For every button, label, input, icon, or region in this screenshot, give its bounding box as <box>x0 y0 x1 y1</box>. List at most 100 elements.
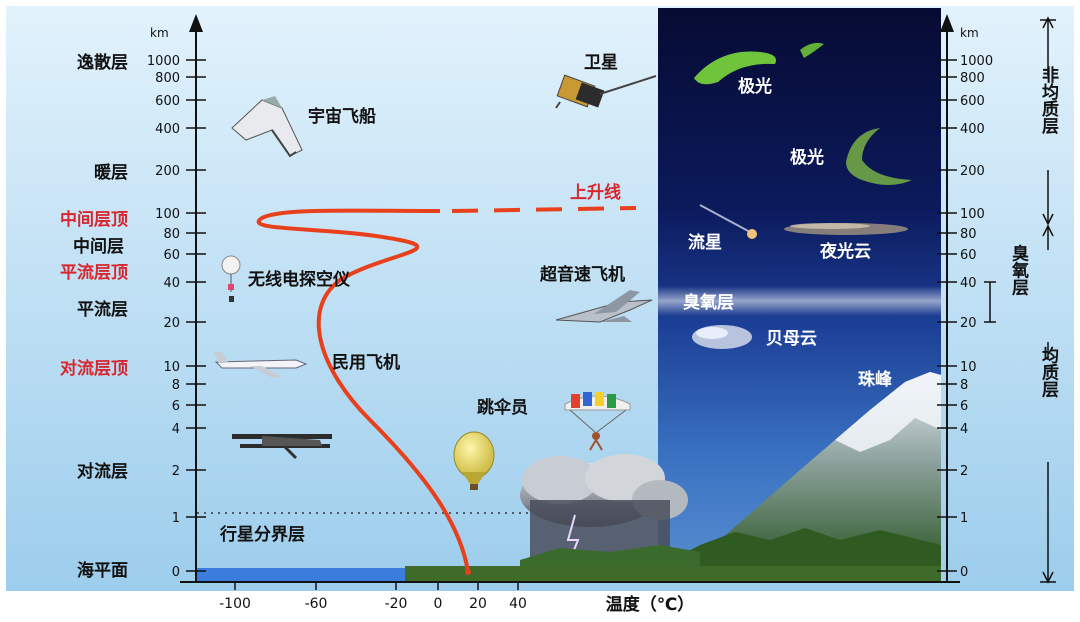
supersonic-jet-icon <box>555 290 653 323</box>
layer-boundary: 行星分界层 <box>219 524 305 545</box>
right-tick-100: 100 <box>960 207 985 222</box>
label-everest: 珠峰 <box>858 369 893 390</box>
layer-stratosphere: 平流层 <box>77 299 128 320</box>
rising-dashed-line <box>451 206 637 213</box>
right-tick-6: 6 <box>960 399 968 414</box>
x-tick-minus100: -100 <box>219 596 251 612</box>
right-tick-0: 0 <box>960 565 968 580</box>
label-ozone-bracket: 臭氧层 <box>1008 243 1030 296</box>
right-tick-20: 20 <box>960 316 977 331</box>
storm-cloud <box>520 454 688 561</box>
left-altitude-axis <box>180 14 960 583</box>
layer-stratopause: 平流层顶 <box>60 262 128 283</box>
layer-sea-level: 海平面 <box>77 560 128 581</box>
left-tick-100: 100 <box>155 207 180 222</box>
left-tick-200: 200 <box>155 164 180 179</box>
label-aurora-1: 极光 <box>738 76 772 97</box>
biplane-icon <box>232 434 332 460</box>
label-radiosonde: 无线电探空仪 <box>247 269 351 290</box>
layer-mesopause: 中间层顶 <box>60 209 128 230</box>
x-tick-minus60: -60 <box>305 596 328 612</box>
x-tick-20: 20 <box>469 596 487 612</box>
sea-strip <box>195 568 405 582</box>
right-tick-60: 60 <box>960 248 977 263</box>
x-axis-ticks <box>234 582 519 590</box>
label-rising-line: 上升线 <box>570 182 621 203</box>
layer-exosphere: 逸散层 <box>77 52 128 73</box>
label-airliner: 民用飞机 <box>332 352 400 373</box>
homosphere-bracket <box>1040 224 1056 584</box>
left-tick-400: 400 <box>155 122 180 137</box>
radiosonde-icon <box>221 255 241 302</box>
layer-thermosphere: 暖层 <box>94 162 128 183</box>
label-meteor: 流星 <box>688 232 722 253</box>
label-satellite: 卫星 <box>584 53 618 73</box>
right-tick-600: 600 <box>960 94 985 109</box>
right-tick-10: 10 <box>960 360 977 375</box>
left-tick-2: 2 <box>172 464 180 479</box>
layer-mesosphere: 中间层 <box>73 236 124 257</box>
right-tick-800: 800 <box>960 71 985 86</box>
aurora-mid-icon <box>846 128 912 185</box>
left-tick-1: 1 <box>172 511 180 526</box>
right-altitude-axis <box>937 14 957 582</box>
label-noctilucent: 夜光云 <box>819 241 871 262</box>
layer-troposphere: 对流层 <box>77 461 128 482</box>
left-tick-10: 10 <box>163 360 180 375</box>
forest-foothills <box>660 528 941 566</box>
left-tick-80: 80 <box>163 227 180 242</box>
x-axis-title: 温度（℃） <box>606 594 695 615</box>
spaceship-icon <box>231 96 303 158</box>
aurora-top-icon <box>694 42 824 85</box>
label-homosphere: 均质层 <box>1038 345 1059 398</box>
label-spaceship: 宇宙飞船 <box>308 106 376 127</box>
everest-snow <box>835 372 941 452</box>
heterosphere-bracket <box>1040 16 1056 226</box>
x-tick-0: 0 <box>434 596 443 612</box>
left-axis-unit: km <box>150 26 169 40</box>
left-tick-8: 8 <box>172 378 180 393</box>
airliner-icon <box>214 352 308 378</box>
right-tick-400: 400 <box>960 122 985 137</box>
label-parachutist: 跳伞员 <box>477 397 528 418</box>
layer-tropopause: 对流层顶 <box>60 358 128 379</box>
label-supersonic: 超音速飞机 <box>540 264 625 285</box>
right-tick-1: 1 <box>960 511 968 526</box>
curve-start-dot <box>465 569 471 575</box>
left-tick-600: 600 <box>155 94 180 109</box>
x-tick-40: 40 <box>509 596 527 612</box>
right-axis-unit: km <box>960 26 979 40</box>
ozone-band <box>658 286 941 316</box>
right-tick-2: 2 <box>960 464 968 479</box>
label-nacreous: 贝母云 <box>766 329 817 349</box>
left-tick-4: 4 <box>172 422 180 437</box>
right-tick-8: 8 <box>960 378 968 393</box>
nacreous-cloud-icon <box>692 325 752 349</box>
satellite-icon <box>555 74 657 109</box>
ground-strip <box>405 566 941 582</box>
right-tick-1000: 1000 <box>960 54 993 69</box>
right-tick-80: 80 <box>960 227 977 242</box>
left-tick-0: 0 <box>172 565 180 580</box>
label-heterosphere: 非均质层 <box>1038 65 1059 135</box>
left-tick-6: 6 <box>172 399 180 414</box>
left-tick-800: 800 <box>155 71 180 86</box>
hot-air-balloon-icon <box>453 431 495 490</box>
left-tick-60: 60 <box>163 248 180 263</box>
left-tick-40: 40 <box>163 276 180 291</box>
treeline <box>520 545 700 566</box>
right-tick-200: 200 <box>960 164 985 179</box>
ozone-range-bracket <box>984 281 996 323</box>
left-tick-20: 20 <box>163 316 180 331</box>
parachutist-icon <box>564 392 631 451</box>
x-tick-minus20: -20 <box>385 596 408 612</box>
left-tick-1000: 1000 <box>147 54 180 69</box>
right-tick-40: 40 <box>960 276 977 291</box>
meteor-icon <box>699 204 757 239</box>
temperature-curve <box>256 208 470 573</box>
right-tick-4: 4 <box>960 422 968 437</box>
noctilucent-cloud-icon <box>784 223 908 235</box>
label-aurora-2: 极光 <box>790 147 824 168</box>
